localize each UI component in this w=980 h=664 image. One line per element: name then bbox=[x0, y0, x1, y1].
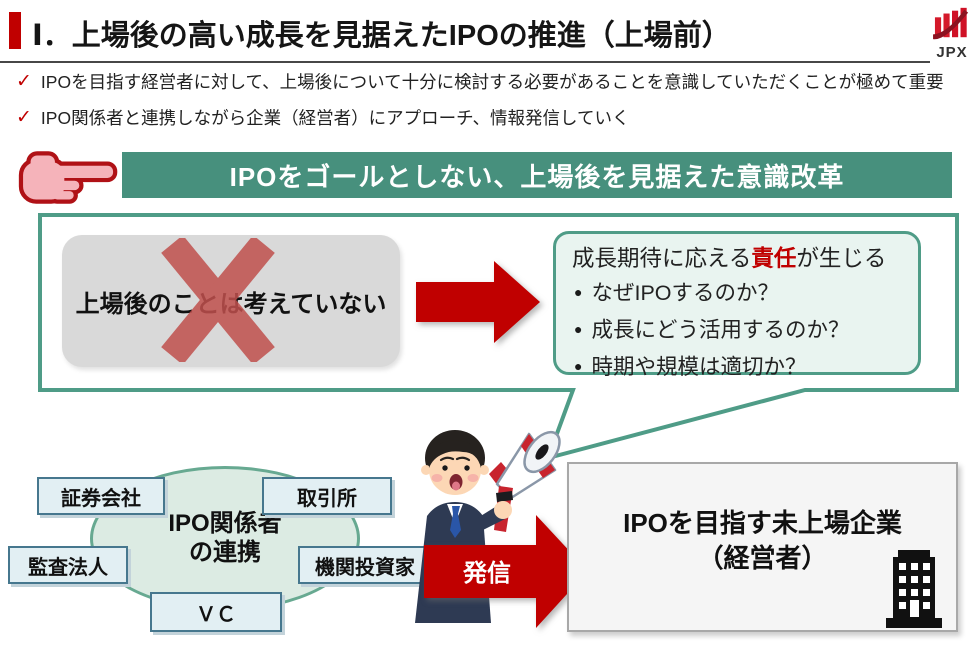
outcome-question: ● 成長にどう活用するのか？ bbox=[572, 313, 906, 344]
network-hub-line2: の連携 bbox=[189, 538, 261, 566]
intro-point-text: IPOを目指す経営者に対して、上場後について十分に検討する必要があることを意識し… bbox=[40, 72, 944, 92]
intro-point-row: ✓ IPO関係者と連携しながら企業（経営者）にアプローチ、情報発信していく bbox=[16, 107, 944, 130]
bullet-dot-icon: ● bbox=[574, 357, 583, 374]
outcome-box: 成長期待に応える責任が生じる ● なぜIPOするのか？ ● 成長にどう活用するの… bbox=[553, 231, 921, 379]
flow-arrow-icon bbox=[416, 261, 540, 343]
outcome-title-tail: が生じる bbox=[796, 246, 887, 271]
bullet-dot-icon: ● bbox=[574, 283, 583, 300]
building-icon bbox=[886, 550, 942, 628]
main-banner: IPOをゴールとしない、上場後を見据えた意識改革 bbox=[122, 152, 952, 198]
network-member-label: 取引所 bbox=[297, 487, 357, 510]
target-company-box: IPOを目指す未上場企業 （経営者） bbox=[567, 462, 958, 632]
network-member-investors: 機関投資家 bbox=[298, 546, 432, 584]
network-member-exchange: 取引所 bbox=[262, 477, 392, 515]
network-member-vc: ＶＣ bbox=[150, 592, 282, 632]
network-member-securities: 証券会社 bbox=[37, 477, 165, 515]
outcome-title-emphasis: 責任 bbox=[751, 246, 797, 271]
title-accent-bar bbox=[9, 12, 21, 49]
intro-points: ✓ IPOを目指す経営者に対して、上場後について十分に検討する必要があることを意… bbox=[16, 71, 944, 143]
outcome-question: ● 時期や規模は適切か？ bbox=[572, 350, 906, 381]
target-company-line2: （経営者） bbox=[697, 543, 828, 574]
header-divider bbox=[0, 61, 930, 63]
jpx-logo-icon bbox=[933, 7, 969, 40]
bullet-dot-icon: ● bbox=[574, 320, 583, 337]
outcome-question: ● なぜIPOするのか？ bbox=[572, 276, 906, 307]
network-member-label: 機関投資家 bbox=[315, 556, 415, 579]
intro-point-row: ✓ IPOを目指す経営者に対して、上場後について十分に検討する必要があることを意… bbox=[16, 71, 944, 94]
outcome-question-text: 時期や規模は適切か？ bbox=[591, 355, 807, 379]
outcome-question-text: なぜIPOするのか？ bbox=[591, 281, 780, 305]
cross-x-icon bbox=[161, 238, 275, 362]
jpx-logo-text: JPX bbox=[936, 44, 968, 61]
network-member-audit: 監査法人 bbox=[8, 546, 128, 584]
jpx-logo: JPX bbox=[928, 5, 976, 61]
main-banner-text: IPOをゴールとしない、上場後を見据えた意識改革 bbox=[229, 161, 845, 192]
page-title: Ⅰ．上場後の高い成長を見据えたIPOの推進（上場前） bbox=[32, 20, 731, 52]
outreach-arrow-label: 発信 bbox=[463, 560, 511, 587]
target-company-line1: IPOを目指す未上場企業 bbox=[623, 508, 902, 538]
network-member-label: ＶＣ bbox=[196, 603, 236, 626]
outcome-question-text: 成長にどう活用するのか？ bbox=[591, 318, 850, 342]
outcome-title: 成長期待に応える責任が生じる bbox=[572, 241, 906, 273]
check-icon: ✓ bbox=[16, 71, 32, 92]
intro-point-text: IPO関係者と連携しながら企業（経営者）にアプローチ、情報発信していく bbox=[40, 107, 630, 128]
outcome-title-lead: 成長期待に応える bbox=[572, 246, 752, 271]
network-member-label: 証券会社 bbox=[61, 487, 141, 510]
target-company-text: IPOを目指す未上場企業 （経営者） bbox=[569, 506, 956, 576]
check-icon: ✓ bbox=[16, 106, 32, 128]
network-member-label: 監査法人 bbox=[28, 556, 108, 579]
pointing-hand-icon bbox=[18, 151, 118, 204]
outreach-arrow-icon bbox=[424, 515, 588, 628]
